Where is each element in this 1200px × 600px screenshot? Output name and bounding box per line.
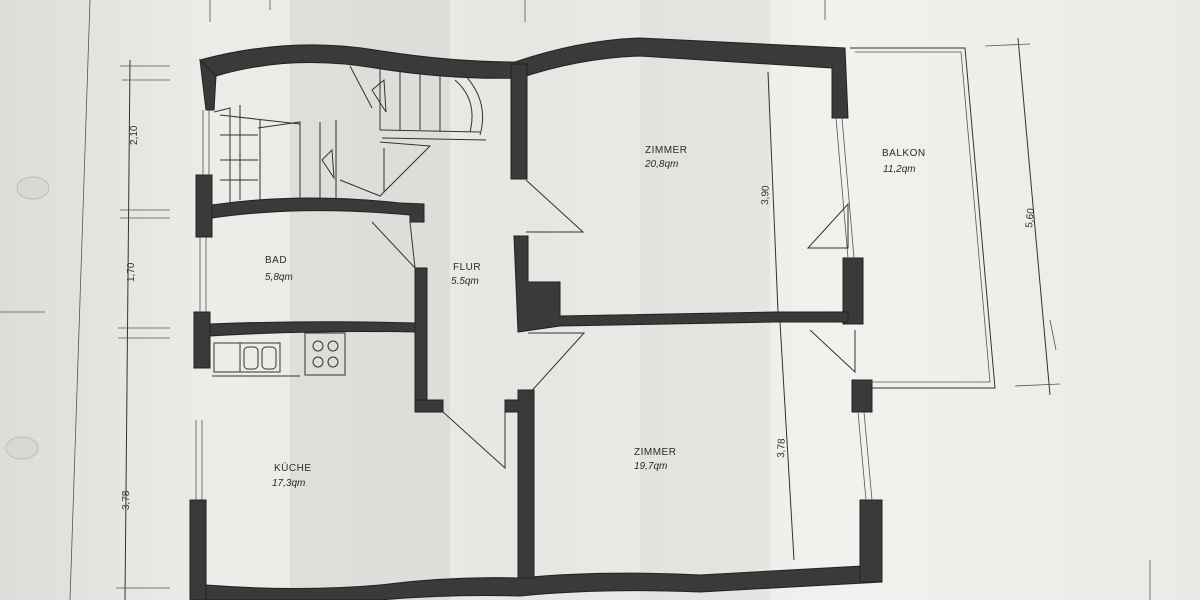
dimension-balkon: 5,60 bbox=[1024, 207, 1037, 228]
dimension-line-balkon bbox=[1017, 37, 1051, 396]
room-area-bad: 5,8qm bbox=[265, 272, 293, 283]
exterior-wall-bottom bbox=[205, 564, 883, 600]
tick-mark bbox=[1049, 319, 1057, 351]
exterior-wall-right-segment bbox=[842, 257, 864, 325]
exterior-wall-left bbox=[199, 58, 217, 111]
dimension-zimmer-bottom: 3,78 bbox=[776, 438, 788, 458]
dimension-tick bbox=[984, 43, 1031, 47]
sheet-border-line bbox=[69, 0, 91, 600]
dimension-zimmer-top: 3,90 bbox=[760, 185, 772, 205]
window-right bbox=[857, 411, 867, 501]
wall-flur-zimmer-corner bbox=[513, 235, 849, 333]
room-name-zimmer-top: ZIMMER bbox=[645, 145, 687, 156]
stove bbox=[304, 332, 346, 376]
exterior-wall-right-segment bbox=[859, 499, 883, 583]
window-right bbox=[841, 117, 855, 259]
dimension-line-zimmer-bottom bbox=[779, 321, 795, 561]
dimension-left-top: 2,10 bbox=[129, 125, 140, 145]
room-area-zimmer-top: 20,8qm bbox=[644, 159, 678, 170]
room-area-balkon: 11,2qm bbox=[883, 164, 916, 175]
kitchen-counter bbox=[212, 332, 346, 377]
dimension-line-zimmer-top bbox=[767, 71, 779, 313]
staircase bbox=[213, 60, 487, 205]
wall-flur-zimmer-top bbox=[510, 63, 528, 180]
exterior-wall-right-segment bbox=[851, 379, 873, 413]
window-right bbox=[863, 411, 873, 501]
room-name-balkon: BALKON bbox=[882, 148, 926, 159]
punch-hole bbox=[16, 176, 50, 200]
exterior-wall-left-segment bbox=[195, 174, 213, 238]
sink bbox=[213, 342, 241, 373]
room-area-zimmer-bottom: 19,7qm bbox=[634, 461, 667, 472]
dimension-line-left bbox=[124, 59, 131, 600]
room-name-kueche: KÜCHE bbox=[274, 462, 312, 474]
exterior-wall-top bbox=[199, 37, 849, 119]
exterior-wall-left-segment bbox=[189, 499, 207, 600]
room-name-flur: FLUR bbox=[453, 262, 481, 273]
punch-hole bbox=[5, 436, 39, 460]
exterior-wall-left-segment bbox=[193, 311, 211, 369]
wall-flur-left bbox=[414, 267, 428, 409]
paper-shadow bbox=[640, 0, 770, 600]
room-name-bad: BAD bbox=[265, 255, 287, 266]
balkon-outline-inner bbox=[855, 51, 991, 383]
dimension-left-mid: 1,70 bbox=[126, 262, 137, 282]
room-area-flur: 5.5qm bbox=[451, 276, 479, 287]
door-swings bbox=[371, 179, 856, 470]
wall-flur-left-return bbox=[414, 399, 444, 413]
dimension-tick bbox=[1014, 383, 1061, 387]
window-right bbox=[835, 117, 849, 259]
dimension-left-bottom: 3,78 bbox=[121, 490, 132, 510]
room-area-kueche: 17,3qm bbox=[272, 478, 305, 489]
room-name-zimmer-bottom: ZIMMER bbox=[634, 447, 676, 458]
balkon-outline bbox=[850, 47, 996, 389]
dimension-ticks-left bbox=[116, 65, 170, 589]
wall-flur-zimmer-bottom bbox=[504, 389, 535, 579]
